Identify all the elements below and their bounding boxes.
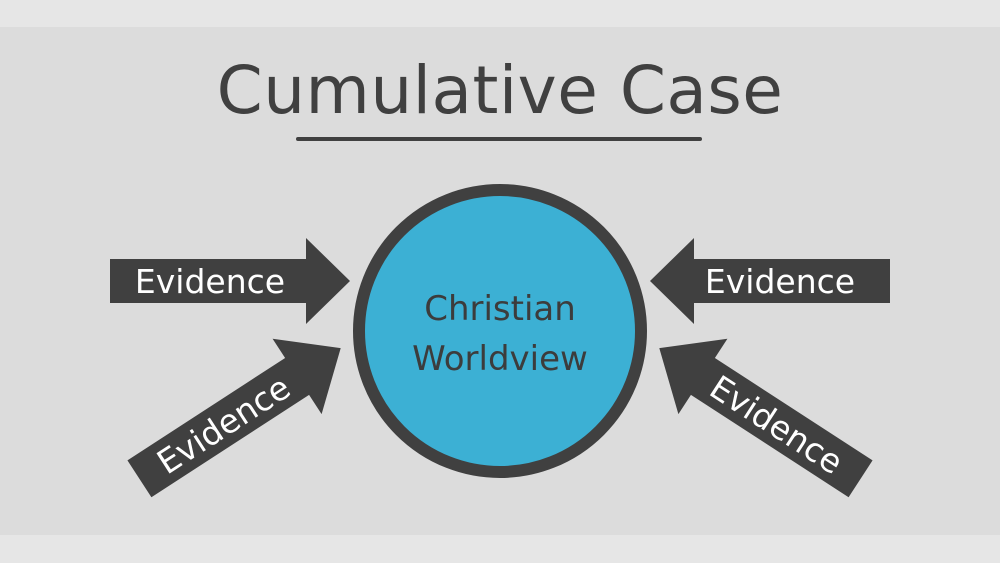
worldview-circle: Christian Worldview [353,184,647,478]
center-label-line2: Worldview [412,339,588,379]
arrow-shape [659,338,873,498]
evidence-label: Evidence [705,262,855,301]
arrow-shape [127,338,341,498]
evidence-label: Evidence [703,368,850,482]
evidence-arrow-upper-left: Evidence [110,238,350,324]
evidence-arrow-upper-right: Evidence [650,238,890,324]
arrow-shape [110,238,350,324]
evidence-label: Evidence [135,262,285,301]
title-underline [296,137,702,141]
slide-title: Cumulative Case [216,52,784,129]
center-label-line1: Christian [424,289,576,329]
circle-shape [353,184,647,478]
evidence-label: Evidence [150,368,297,482]
evidence-arrow-lower-left: Evidence [127,338,341,498]
arrow-shape [650,238,890,324]
evidence-arrow-lower-right: Evidence [659,338,873,498]
